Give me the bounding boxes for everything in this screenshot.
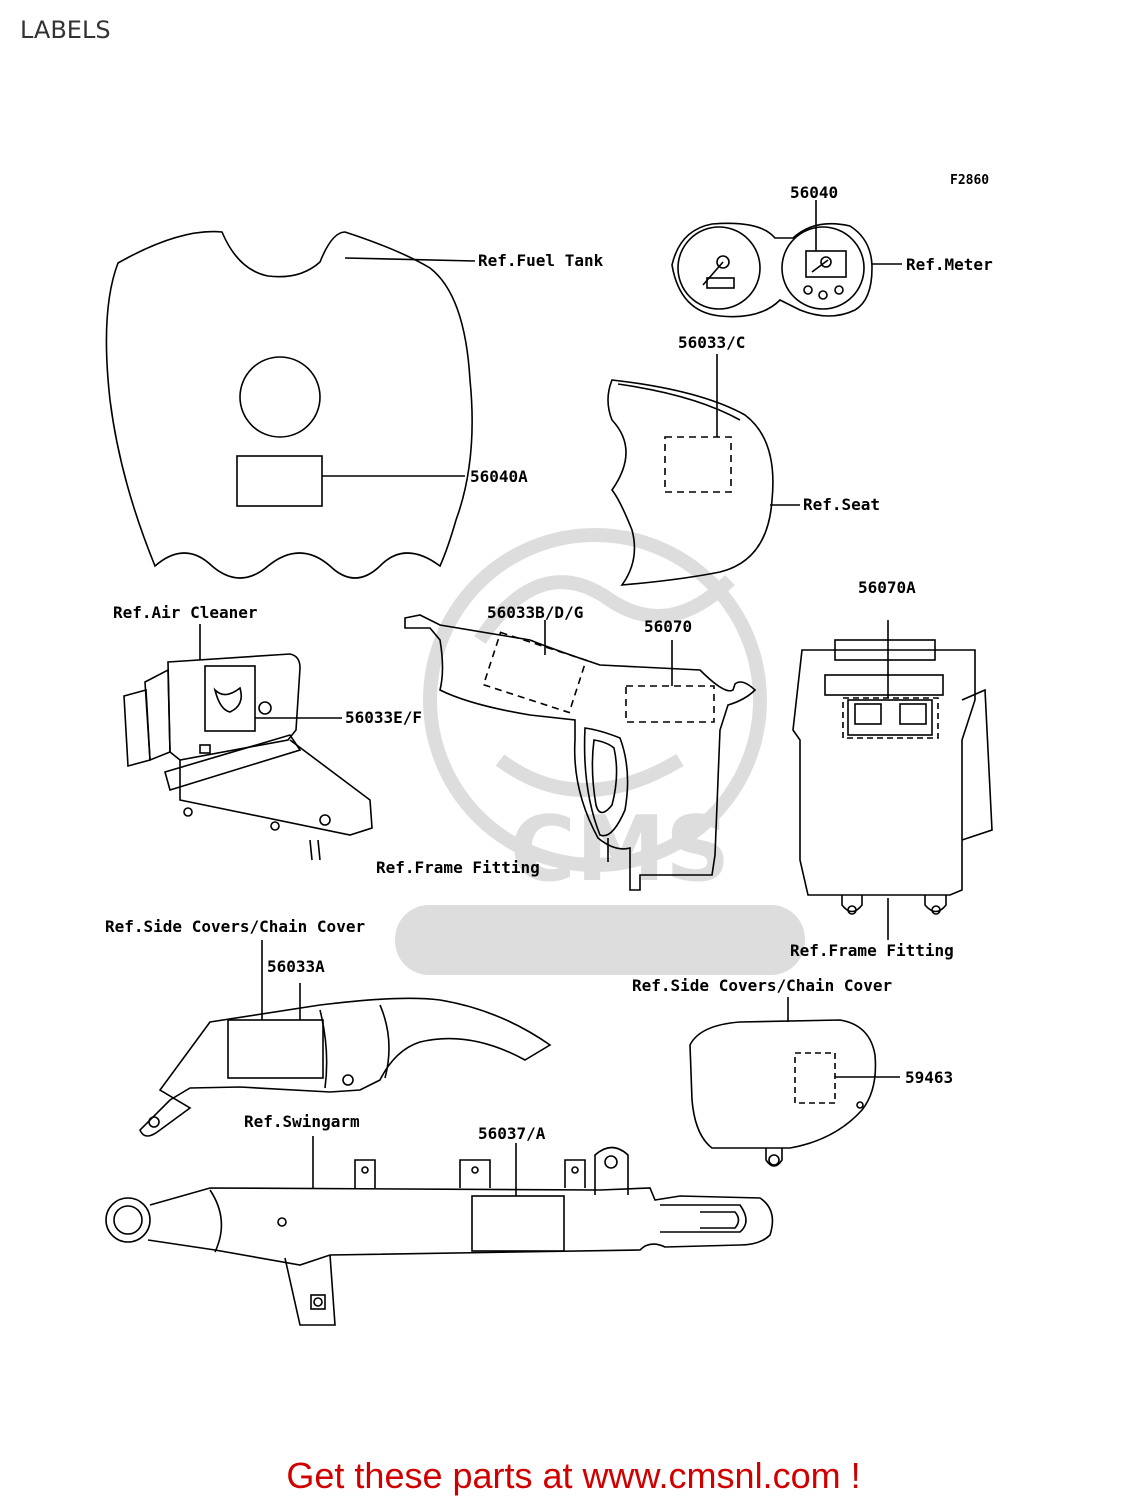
label-ref-fuel-tank: Ref.Fuel Tank — [478, 251, 604, 270]
label-56033-bdg: 56033B/D/G — [487, 603, 583, 622]
watermark-url: WWW.CMSNL.COM — [401, 920, 800, 964]
seat-drawing — [607, 354, 800, 586]
footer-parts-link[interactable]: Get these parts at www.cmsnl.com ! — [286, 1455, 861, 1496]
frame-fitting-right-drawing — [792, 620, 993, 940]
label-ref-seat: Ref.Seat — [803, 495, 880, 514]
label-56033-c: 56033/C — [678, 333, 745, 352]
watermark-banner: WWW.CMSNL.COM — [395, 905, 805, 975]
fuel-tank-drawing — [105, 230, 476, 579]
label-59463: 59463 — [905, 1068, 953, 1087]
label-ref-side-covers-left: Ref.Side Covers/Chain Cover — [105, 917, 365, 936]
air-cleaner-drawing — [123, 624, 373, 861]
label-56070a: 56070A — [858, 578, 916, 597]
label-56037-a: 56037/A — [478, 1124, 546, 1143]
meter-drawing — [671, 200, 902, 318]
parts-diagram: CMS WWW.CMSNL.COM — [105, 173, 993, 1326]
side-cover-drawing — [689, 997, 900, 1167]
chain-cover-drawing — [139, 940, 552, 1137]
label-56033a: 56033A — [267, 957, 325, 976]
label-ref-meter: Ref.Meter — [906, 255, 993, 274]
callout-labels: F2860 56040 Ref.Fuel Tank Ref.Meter 5603… — [105, 173, 993, 1143]
label-ref-frame-fitting-right: Ref.Frame Fitting — [790, 941, 954, 960]
label-56070: 56070 — [644, 617, 692, 636]
page-title: LABELS — [20, 16, 111, 44]
figure-code: F2860 — [950, 173, 989, 188]
watermark: CMS — [423, 528, 767, 902]
label-ref-air-cleaner: Ref.Air Cleaner — [113, 603, 258, 622]
label-56040: 56040 — [790, 183, 838, 202]
swingarm-drawing — [105, 1136, 774, 1326]
label-56033-ef: 56033E/F — [345, 708, 422, 727]
label-ref-swingarm: Ref.Swingarm — [244, 1112, 360, 1131]
frame-fitting-center-drawing — [404, 614, 757, 891]
label-ref-side-covers-right: Ref.Side Covers/Chain Cover — [632, 976, 892, 995]
label-56040a: 56040A — [470, 467, 528, 486]
label-ref-frame-fitting-center: Ref.Frame Fitting — [376, 858, 540, 877]
